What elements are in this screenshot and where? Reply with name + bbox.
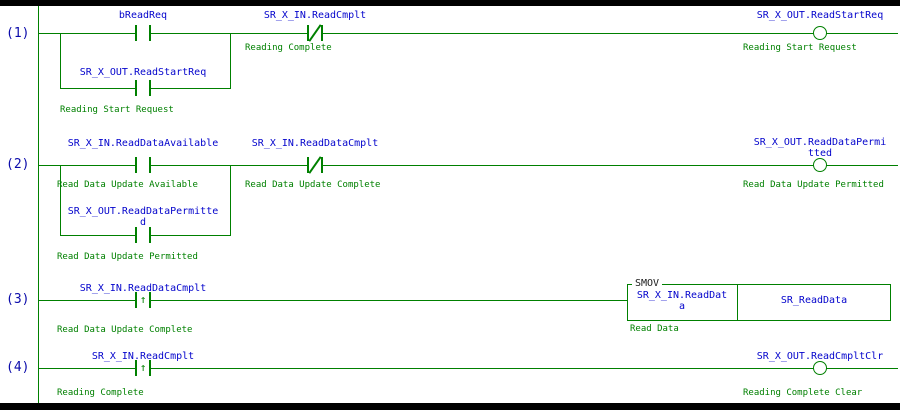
device-label-line: SR_X_IN.ReadCmplt: [91, 351, 195, 362]
contact-bar: [321, 25, 323, 41]
rung-number-2: (2): [6, 157, 30, 172]
no-contact-icon[interactable]: [135, 157, 151, 173]
smov-source-operand[interactable]: SR_X_IN.ReadDat a: [632, 290, 732, 312]
rung1-main-wire: [38, 33, 898, 34]
rung1-branch-wire-left: [60, 33, 61, 89]
contact-bar: [135, 292, 137, 308]
contact-bar: [135, 80, 137, 96]
comment-label: Read Data Update Permitted: [743, 180, 884, 190]
device-label[interactable]: SR_X_IN.ReadDataCmplt: [63, 283, 223, 294]
rung3-main-wire: [38, 300, 628, 301]
comment-label: Reading Start Request: [60, 105, 174, 115]
contact-bar: [149, 227, 151, 243]
device-label[interactable]: SR_X_OUT.ReadStartReq: [740, 10, 900, 21]
nc-slash: [308, 24, 322, 42]
device-label[interactable]: SR_X_IN.ReadCmplt: [63, 351, 223, 362]
comment-label: Reading Complete: [245, 43, 332, 53]
device-label-line: bReadReq: [118, 10, 168, 21]
device-label-line: SR_X_IN.ReadDataAvailable: [67, 138, 219, 149]
no-contact-icon[interactable]: [135, 25, 151, 41]
rising-edge-arrow-icon: ↑: [139, 361, 147, 374]
device-label-line: tted: [807, 148, 833, 159]
device-label-line: SR_ReadData: [780, 295, 848, 306]
comment-label: Reading Start Request: [743, 43, 857, 53]
device-label-line: SR_X_OUT.ReadStartReq: [756, 10, 884, 21]
smov-block[interactable]: [627, 284, 891, 321]
smov-dest-operand[interactable]: SR_ReadData: [747, 295, 881, 306]
rising-edge-contact-icon[interactable]: ↑: [135, 292, 151, 308]
comment-label: Read Data Update Permitted: [57, 252, 198, 262]
rung-number-1: (1): [6, 26, 30, 41]
device-label-line: SR_X_IN.ReadDataCmplt: [79, 283, 207, 294]
contact-bar: [149, 157, 151, 173]
smov-block-title[interactable]: SMOV: [632, 278, 663, 289]
contact-bar: [307, 25, 309, 41]
nc-contact-icon[interactable]: [307, 24, 323, 42]
device-label-line: SR_X_OUT.ReadCmpltClr: [756, 351, 884, 362]
comment-label: Reading Complete Clear: [743, 388, 863, 398]
comment-label: Read Data Update Available: [57, 180, 198, 190]
contact-bar: [135, 227, 137, 243]
device-label-line: SR_X_IN.ReadDat: [636, 290, 728, 301]
bottom-border-bar: [0, 403, 900, 410]
rung-number-3: (3): [6, 292, 30, 307]
rising-edge-arrow-icon: ↑: [139, 293, 147, 306]
device-label-line: SR_X_OUT.ReadDataPermitte: [67, 206, 219, 217]
device-label[interactable]: SR_X_IN.ReadDataAvailable: [58, 138, 228, 149]
rung2-main-wire: [38, 165, 898, 166]
contact-bar: [135, 360, 137, 376]
contact-bar: [149, 360, 151, 376]
no-contact-icon[interactable]: [135, 227, 151, 243]
device-label[interactable]: SR_X_OUT.ReadStartReq: [63, 67, 223, 78]
rung2-branch-wire-right: [230, 165, 231, 236]
device-label-line: d: [139, 217, 147, 228]
rising-edge-contact-icon[interactable]: ↑: [135, 360, 151, 376]
device-label[interactable]: SR_X_OUT.ReadCmpltClr: [740, 351, 900, 362]
comment-label: Reading Complete: [57, 388, 144, 398]
smov-block-divider: [737, 284, 738, 321]
contact-bar: [135, 25, 137, 41]
left-power-rail: [38, 6, 39, 403]
device-label[interactable]: SR_X_IN.ReadCmplt: [235, 10, 395, 21]
device-label[interactable]: SR_X_IN.ReadDataCmplt: [235, 138, 395, 149]
coil-icon[interactable]: [813, 158, 827, 172]
rung2-branch-wire-left: [60, 165, 61, 236]
coil-icon[interactable]: [813, 26, 827, 40]
top-border-bar: [0, 0, 900, 6]
rung4-main-wire: [38, 368, 898, 369]
rung1-branch-wire-right: [230, 33, 231, 89]
contact-bar: [149, 80, 151, 96]
device-label[interactable]: bReadReq: [83, 10, 203, 21]
contact-bar: [321, 157, 323, 173]
device-label[interactable]: SR_X_OUT.ReadDataPermitte d: [63, 206, 223, 228]
contact-bar: [149, 25, 151, 41]
device-label-line: SR_X_IN.ReadDataCmplt: [251, 138, 379, 149]
coil-icon[interactable]: [813, 361, 827, 375]
device-label-line: a: [678, 301, 686, 312]
no-contact-icon[interactable]: [135, 80, 151, 96]
comment-label: Read Data Update Complete: [245, 180, 381, 190]
contact-bar: [307, 157, 309, 173]
nc-slash: [308, 156, 322, 174]
nc-contact-icon[interactable]: [307, 156, 323, 174]
device-label-line: SR_X_IN.ReadCmplt: [263, 10, 367, 21]
contact-bar: [149, 292, 151, 308]
contact-bar: [135, 157, 137, 173]
comment-label: Read Data: [630, 324, 679, 334]
device-label[interactable]: SR_X_OUT.ReadDataPermi tted: [745, 137, 895, 159]
device-label-line: SR_X_OUT.ReadDataPermi: [753, 137, 887, 148]
rung-number-4: (4): [6, 360, 30, 375]
device-label-line: SR_X_OUT.ReadStartReq: [79, 67, 207, 78]
comment-label: Read Data Update Complete: [57, 325, 193, 335]
